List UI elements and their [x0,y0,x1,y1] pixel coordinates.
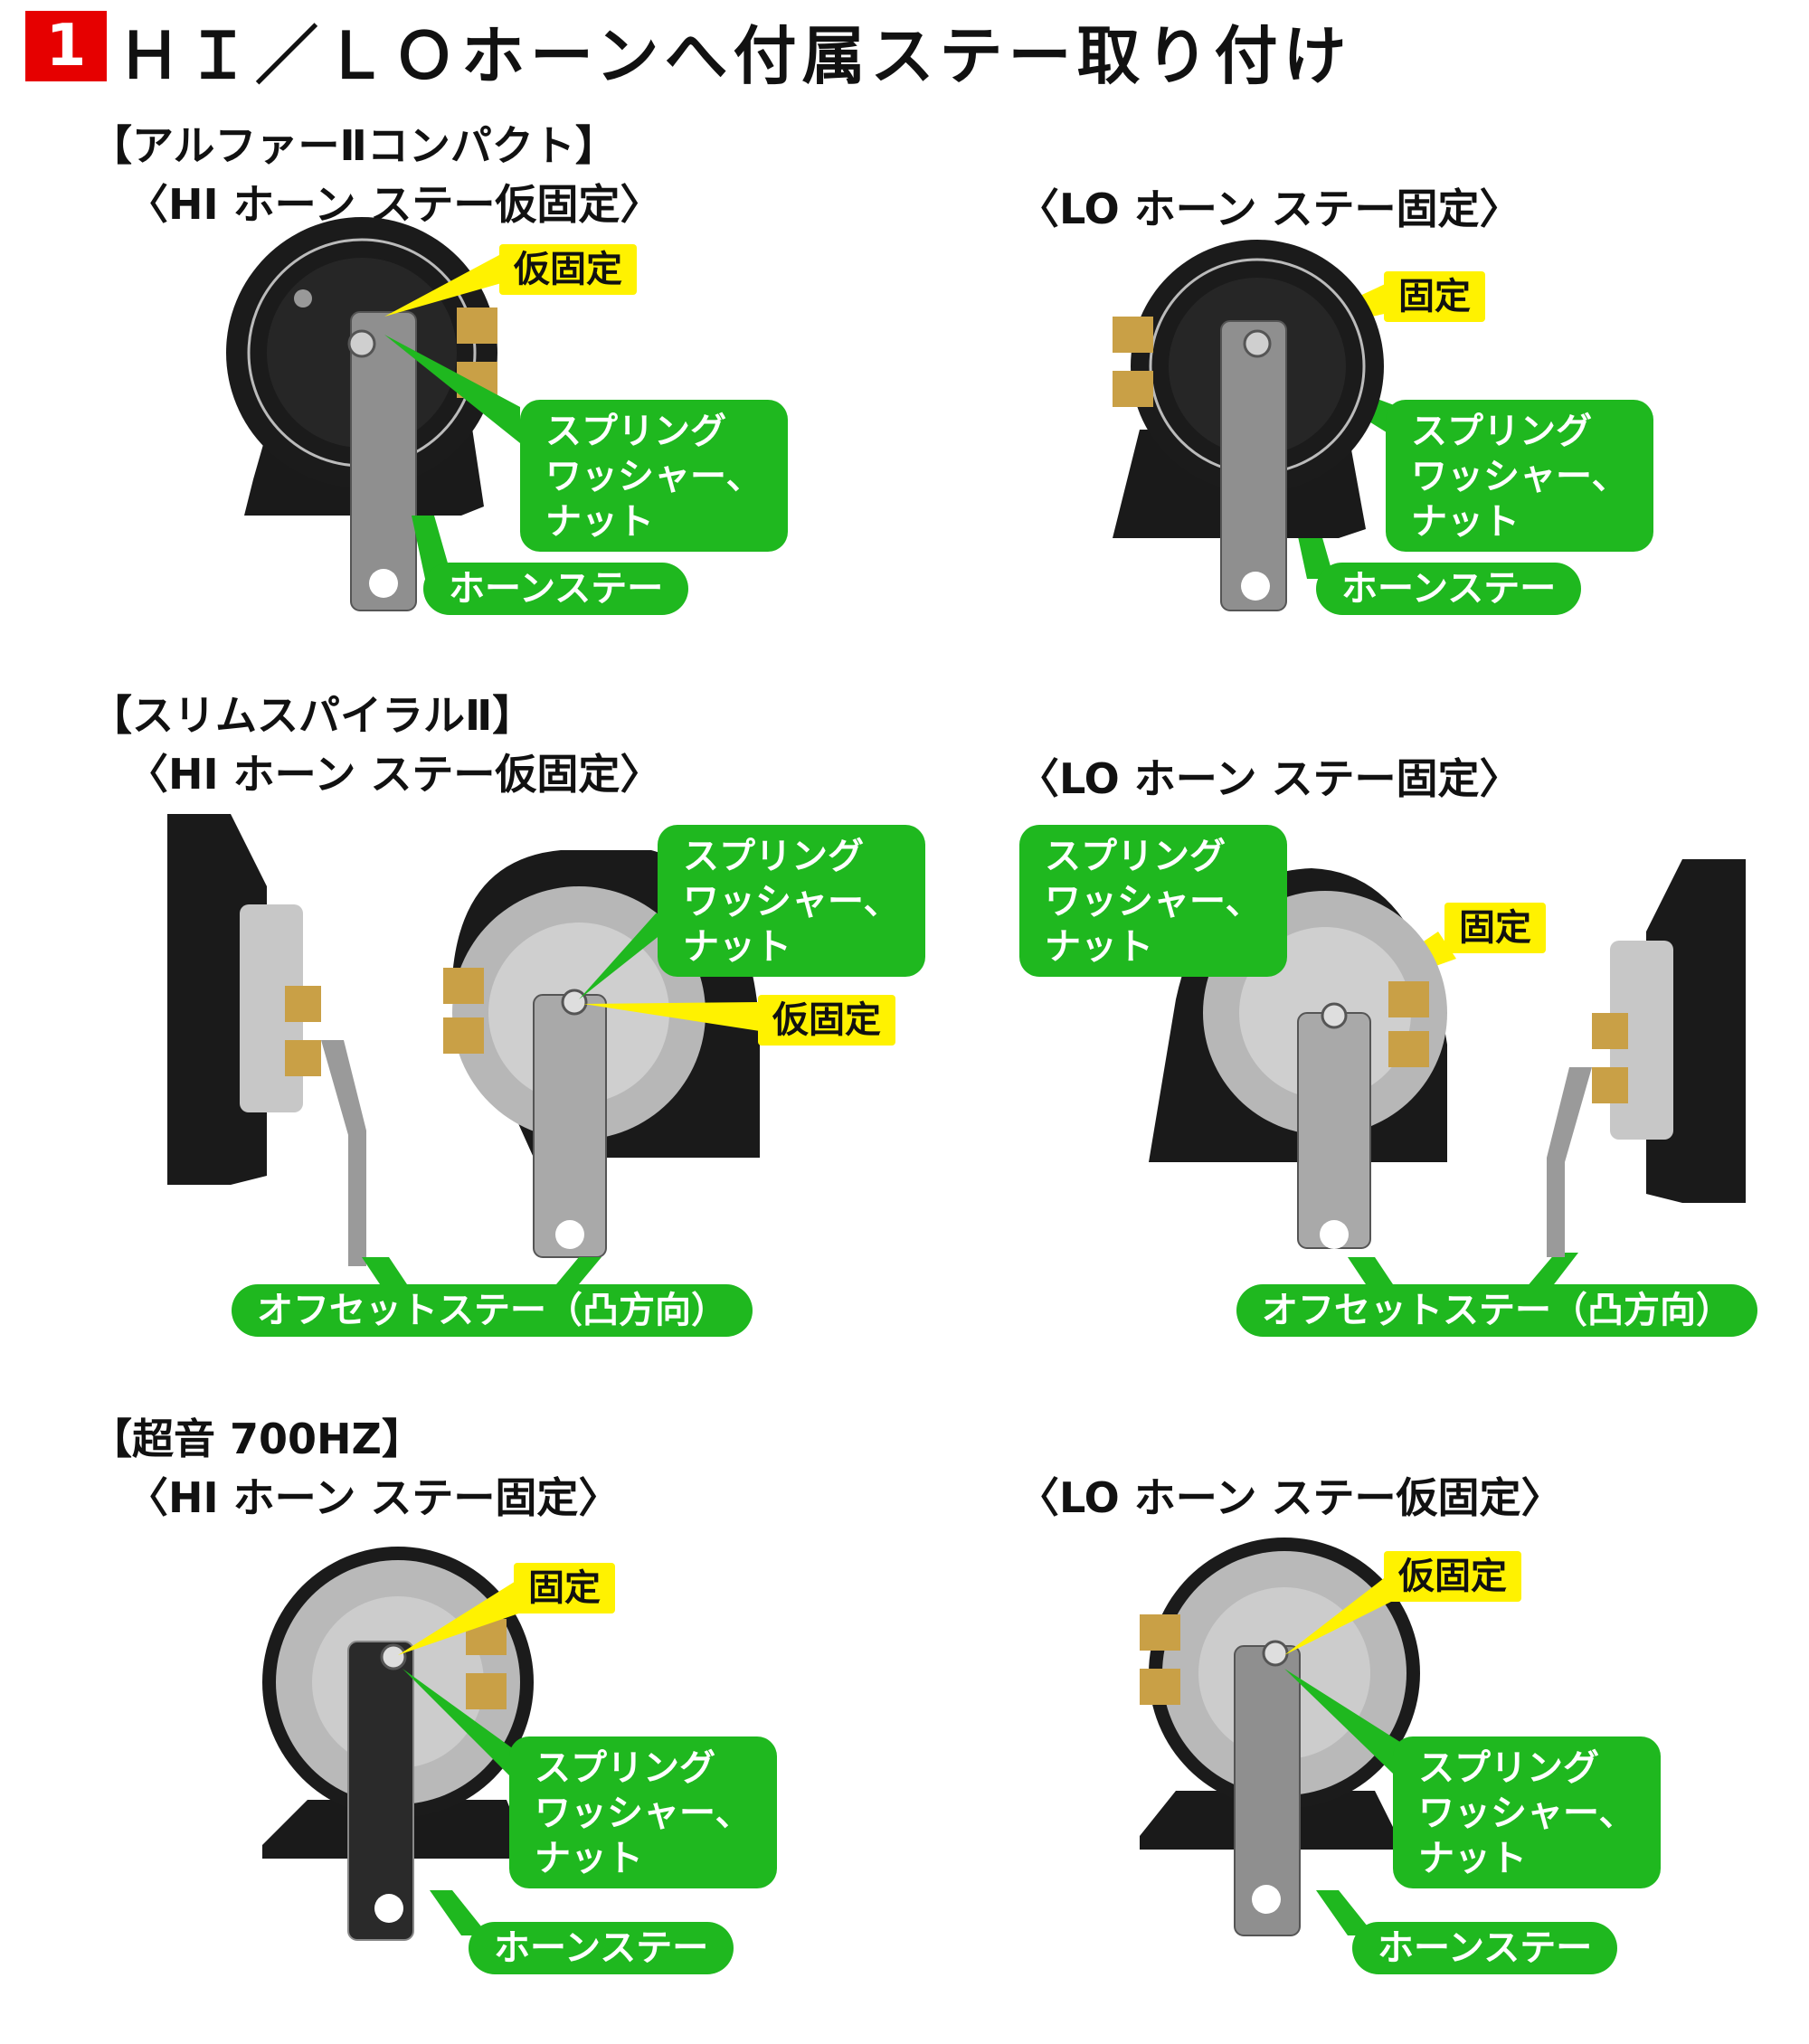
callout-temp-fix: 仮固定 [758,995,895,1046]
callout-temp-fix: 仮固定 [499,244,637,295]
subtitle-lo: 〈LO ホーン ステー仮固定〉 [1018,1473,1563,1522]
callout-line-1: スプリング [683,836,864,877]
callout-line-3: ナット [545,501,654,543]
callout-line-2: ワッシャー、 [1418,1793,1635,1834]
callout-spring-washer-nut: スプリング ワッシャー、 ナット [509,1736,777,1888]
callout-line-2: ワッシャー、 [545,456,762,497]
subtitle-lo: 〈LO ホーン ステー固定〉 [1018,185,1521,233]
callout-spring-washer-nut: スプリング ワッシャー、 ナット [520,400,788,552]
subtitle-hi: 〈HI ホーン ステー仮固定〉 [127,750,662,799]
callout-horn-stay: ホーンステー [1352,1922,1618,1974]
callout-line-1: スプリング [1418,1747,1599,1789]
horn-photo-alpha-hi [226,217,497,611]
page-title: ＨＩ／ＬＯホーンへ付属ステー取り付け [118,19,1352,93]
section-title-slim-spiral: 【スリムスパイラルⅡ】 [90,691,535,740]
callout-horn-stay: ホーンステー [469,1922,734,1974]
horn-photo-slim-hi-side [167,814,366,1266]
callout-fix: 固定 [1384,271,1485,322]
callout-spring-washer-nut: スプリング ワッシャー、 ナット [1393,1736,1661,1888]
callout-fix: 固定 [514,1563,615,1613]
callout-horn-stay: ホーンステー [1316,563,1582,615]
callout-line-2: ワッシャー、 [1411,456,1628,497]
callout-fix: 固定 [1444,903,1546,953]
callout-offset-stay: オフセットステー（凸方向） [232,1284,753,1337]
callout-horn-stay: ホーンステー [423,563,689,615]
subtitle-hi: 〈HI ホーン ステー固定〉 [127,1473,620,1522]
callout-line-1: スプリング [535,1747,715,1789]
horn-photo-slim-hi-front [443,850,760,1258]
callout-spring-washer-nut: スプリング ワッシャー、 ナット [1386,400,1653,552]
callout-line-3: ナット [1411,501,1520,543]
section-title-choon-700hz: 【超音 700HZ】 [90,1415,423,1463]
subtitle-hi: 〈HI ホーン ステー仮固定〉 [127,180,662,229]
callout-line-1: スプリング [1045,836,1226,877]
callout-line-1: スプリング [545,411,726,452]
callout-spring-washer-nut: スプリング ワッシャー、 ナット [1019,825,1287,977]
horn-photo-alpha-lo [1113,240,1384,611]
callout-line-2: ワッシャー、 [535,1793,752,1834]
section-title-alpha-compact: 【アルファーⅡコンパクト】 [90,121,617,170]
step-number-badge: 1 [25,11,107,81]
horn-photo-choon-hi [262,1547,534,1941]
callout-line-3: ナット [535,1838,643,1879]
subtitle-lo: 〈LO ホーン ステー固定〉 [1018,754,1521,803]
horn-photo-slim-lo-side [1547,859,1746,1257]
callout-line-3: ナット [683,926,791,968]
callout-line-1: スプリング [1411,411,1592,452]
callout-line-3: ナット [1045,926,1153,968]
callout-line-3: ナット [1418,1838,1527,1879]
callout-temp-fix: 仮固定 [1384,1551,1521,1602]
callout-offset-stay: オフセットステー（凸方向） [1236,1284,1757,1337]
callout-line-2: ワッシャー、 [1045,881,1262,923]
callout-spring-washer-nut: スプリング ワッシャー、 ナット [658,825,925,977]
callout-line-2: ワッシャー、 [683,881,900,923]
